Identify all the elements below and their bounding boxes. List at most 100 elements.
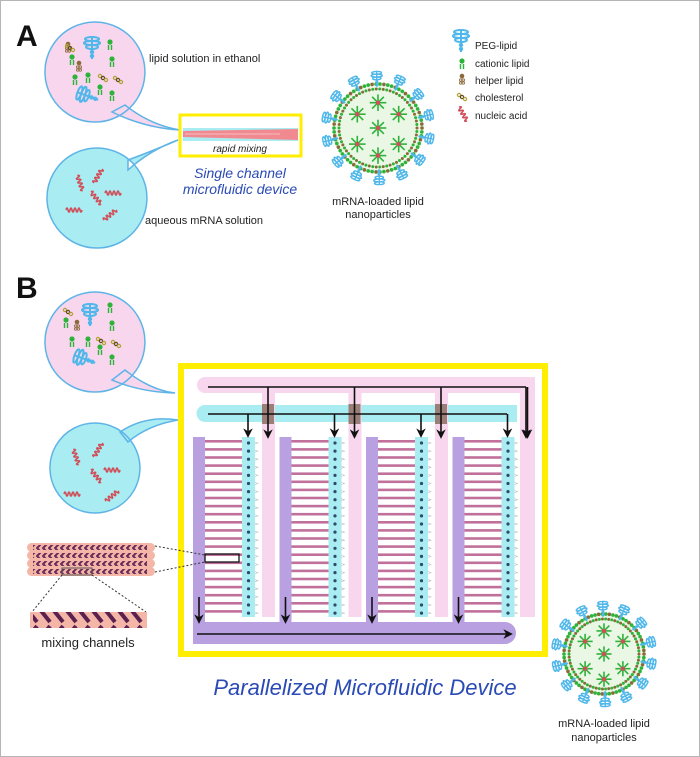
mixing-channel bbox=[291, 504, 329, 508]
lnp-shell-lipid bbox=[611, 613, 615, 617]
mixing-channel bbox=[205, 561, 242, 565]
lnp-shell-lipid bbox=[570, 667, 574, 671]
mixing-channel bbox=[378, 569, 415, 573]
lnp-shell-lipid bbox=[636, 661, 640, 665]
lnp-shell-lipid bbox=[337, 123, 341, 127]
lnp-shell-lipid bbox=[586, 615, 591, 620]
lnp-shell-lipid bbox=[351, 162, 356, 167]
lnp-shell-lipid bbox=[568, 658, 572, 662]
inlet-nozzle bbox=[254, 457, 259, 461]
lnp-shell-lipid bbox=[564, 638, 569, 642]
lnp-shell-lipid bbox=[593, 691, 597, 695]
lnp-shell-lipid bbox=[343, 97, 347, 101]
junction-dot bbox=[246, 514, 251, 518]
inlet-nozzle bbox=[341, 482, 346, 485]
mixing-channel bbox=[291, 545, 329, 548]
inlet-nozzle bbox=[341, 514, 346, 518]
lnp-mrna bbox=[375, 100, 381, 105]
lnp-shell-lipid bbox=[414, 136, 418, 140]
lnp-shell-lipid bbox=[408, 103, 412, 107]
lnp-shell-lipid bbox=[630, 673, 634, 677]
lipid-nanoparticle-b bbox=[550, 600, 658, 708]
lnp-shell-lipid bbox=[352, 96, 356, 100]
lnp-shell-lipid bbox=[568, 643, 572, 647]
junction-dot bbox=[246, 530, 251, 534]
mixing-channel bbox=[378, 472, 415, 475]
lnp-shell-lipid bbox=[382, 82, 386, 87]
junction-dot bbox=[506, 457, 510, 461]
inlet-nozzle bbox=[514, 538, 519, 542]
lnp-b-label-line1: mRNA-loaded lipid bbox=[558, 718, 650, 730]
mixing-channel bbox=[464, 545, 502, 548]
lnp-shell-lipid bbox=[640, 662, 645, 667]
unit-lipid-channel bbox=[262, 393, 275, 617]
inlet-nozzle bbox=[427, 555, 432, 558]
junction-dot bbox=[506, 514, 510, 518]
lnp-shell-lipid bbox=[338, 116, 342, 120]
inlet-nozzle bbox=[341, 457, 346, 461]
junction-dot bbox=[333, 562, 337, 567]
inlet-nozzle bbox=[427, 506, 432, 510]
lnp-shell-lipid bbox=[341, 143, 345, 147]
mixing-channel bbox=[291, 561, 329, 565]
inlet-nozzle bbox=[514, 547, 519, 550]
lnp-shell-lipid bbox=[344, 103, 348, 107]
lnp-shell-lipid bbox=[563, 641, 568, 646]
inlet-nozzle bbox=[427, 514, 432, 518]
inlet-nozzle bbox=[254, 522, 259, 526]
mixing-channel bbox=[464, 561, 502, 565]
mixing-channel bbox=[378, 529, 415, 532]
lnp-shell-lipid bbox=[370, 82, 374, 87]
legend-label-1: cationic lipid bbox=[475, 59, 529, 70]
lnp-shell-lipid bbox=[630, 631, 634, 635]
mixing-channel bbox=[291, 480, 329, 484]
lnp-shell-lipid bbox=[385, 83, 390, 87]
lnp-shell-lipid bbox=[397, 87, 401, 92]
lnp-shell-lipid bbox=[349, 98, 353, 102]
lnp-shell-lipid bbox=[632, 670, 636, 674]
mixing-channel bbox=[291, 529, 329, 532]
mixing-channel bbox=[378, 480, 415, 484]
lnp-b-label-line2: nanoparticles bbox=[571, 732, 637, 744]
lnp-shell-lipid bbox=[335, 141, 339, 146]
lnp-shell-lipid bbox=[635, 664, 639, 668]
junction-dot bbox=[506, 595, 510, 599]
inlet-nozzle bbox=[341, 579, 346, 582]
junction-dot bbox=[246, 538, 251, 542]
lnp-shell-lipid bbox=[338, 133, 342, 137]
lnp-shell-lipid bbox=[614, 614, 619, 618]
junction-dot bbox=[333, 579, 337, 583]
mixing-channel bbox=[378, 610, 415, 613]
inlet-nozzle bbox=[341, 506, 346, 510]
junction-dot bbox=[333, 449, 337, 453]
inlet-nozzle bbox=[514, 474, 519, 477]
mixing-channel bbox=[291, 553, 329, 556]
lnp-shell-lipid bbox=[569, 675, 574, 680]
junction-dot bbox=[419, 554, 424, 559]
lnp-shell-lipid bbox=[616, 684, 620, 688]
junction-dot bbox=[333, 490, 337, 494]
legend: PEG-lipid cationic lipid helper lipid ch… bbox=[452, 29, 529, 123]
parallelized-device bbox=[178, 363, 548, 657]
lnp-shell-lipid bbox=[594, 618, 598, 622]
helper-lipid-icon bbox=[459, 73, 465, 85]
lnp-shell-lipid bbox=[409, 106, 413, 110]
mixing-channel bbox=[378, 553, 415, 556]
inlet-nozzle bbox=[427, 571, 432, 574]
panel-a-letter: A bbox=[16, 20, 38, 53]
unit-aqueous-channel bbox=[415, 437, 428, 617]
junction-dot bbox=[333, 465, 337, 469]
lnp-shell-lipid bbox=[566, 669, 570, 674]
mixing-channels-inset bbox=[27, 543, 206, 628]
inlet-nozzle bbox=[254, 603, 259, 607]
junction-dot bbox=[419, 562, 424, 567]
junction-dot bbox=[333, 473, 337, 477]
lnp-shell-lipid bbox=[629, 681, 634, 685]
inlet-nozzle bbox=[341, 449, 346, 453]
lnp-shell-lipid bbox=[352, 156, 356, 160]
mixing-channel bbox=[205, 504, 242, 508]
lnp-shell-lipid bbox=[400, 156, 404, 160]
lnp-shell-lipid bbox=[634, 667, 638, 671]
inlet-nozzle bbox=[341, 611, 346, 615]
inlet-nozzle bbox=[427, 579, 432, 582]
